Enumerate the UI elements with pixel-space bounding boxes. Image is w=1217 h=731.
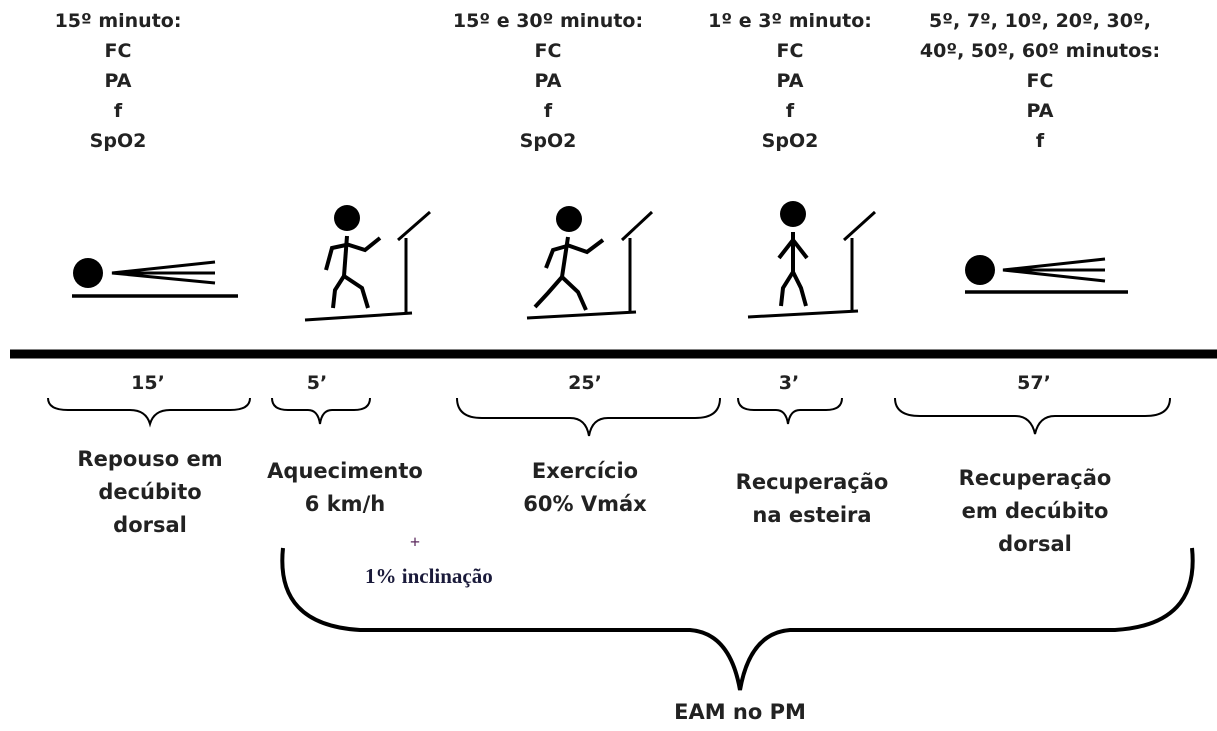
measure-item: FC <box>776 40 804 62</box>
duration-label: 3’ <box>779 372 799 394</box>
phase-supine-recovery: Recuperação em decúbito dorsal <box>930 462 1140 561</box>
lying-figure-icon <box>72 258 238 298</box>
measurements-rest: 15º minuto: FC PA f SpO2 <box>28 6 208 156</box>
measure-heading: 15º minuto: <box>54 10 182 32</box>
brace-exercise <box>456 397 721 437</box>
phase-line: Exercício <box>531 459 639 483</box>
duration-label: 15’ <box>131 372 165 394</box>
measure-heading: 40º, 50º, 60º minutos: <box>919 40 1161 62</box>
measure-item: f <box>1035 130 1045 152</box>
phase-line: na esteira <box>752 503 872 527</box>
measure-heading: 15º e 30º minuto: <box>452 10 644 32</box>
running-treadmill-icon <box>526 206 654 320</box>
measure-item: PA <box>534 70 562 92</box>
measure-item: PA <box>776 70 804 92</box>
eam-label: EAM no PM <box>674 700 806 724</box>
duration-label: 5’ <box>307 372 327 394</box>
measure-item: f <box>543 100 553 122</box>
phase-line: dorsal <box>113 513 187 537</box>
measure-item: f <box>785 100 795 122</box>
phase-line: Repouso em <box>77 447 223 471</box>
measure-item: SpO2 <box>519 130 577 152</box>
brace-rest <box>47 397 251 428</box>
measure-item: FC <box>1026 70 1054 92</box>
measure-item: FC <box>104 40 132 62</box>
phase-line: Recuperação <box>735 470 889 494</box>
brace-supine-recovery <box>894 397 1171 435</box>
phase-exercise: Exercício 60% Vmáx <box>480 455 690 521</box>
phase-line: Aquecimento <box>267 459 423 483</box>
measure-item: FC <box>534 40 562 62</box>
phase-line: dorsal <box>998 532 1072 556</box>
phase-rest: Repouso em decúbito dorsal <box>40 443 260 542</box>
phase-warmup: Aquecimento 6 km/h <box>245 455 445 521</box>
phase-line: em decúbito <box>961 499 1109 523</box>
walking-treadmill-icon <box>304 205 431 322</box>
duration-label: 25’ <box>568 372 602 394</box>
phase-line: 6 km/h <box>304 492 386 516</box>
measure-item: SpO2 <box>89 130 147 152</box>
phase-line: decúbito <box>98 480 202 504</box>
measure-item: SpO2 <box>761 130 819 152</box>
incline-label: 1% inclinação <box>365 564 493 588</box>
brace-treadmill-recovery <box>737 397 843 425</box>
measurements-exercise: 15º e 30º minuto: FC PA f SpO2 <box>448 6 648 156</box>
measurements-treadmill-recovery: 1º e 3º minuto: FC PA f SpO2 <box>700 6 880 156</box>
measurements-supine-recovery: 5º, 7º, 10º, 20º, 30º, 40º, 50º, 60º min… <box>905 6 1175 156</box>
brace-warmup <box>271 397 371 425</box>
phase-line: Recuperação <box>958 466 1112 490</box>
lying-figure-icon <box>965 255 1128 294</box>
phase-line: 60% Vmáx <box>523 492 647 516</box>
measure-heading: 5º, 7º, 10º, 20º, 30º, <box>929 10 1151 32</box>
measure-item: f <box>113 100 123 122</box>
measure-item: PA <box>104 70 132 92</box>
phase-treadmill-recovery: Recuperação na esteira <box>712 466 912 532</box>
measure-item: PA <box>1026 100 1054 122</box>
duration-label: 57’ <box>1017 372 1051 394</box>
measure-heading: 1º e 3º minuto: <box>708 10 872 32</box>
brace-eam <box>280 547 1195 691</box>
standing-treadmill-icon <box>747 201 877 319</box>
plus-sign: + <box>409 532 421 552</box>
